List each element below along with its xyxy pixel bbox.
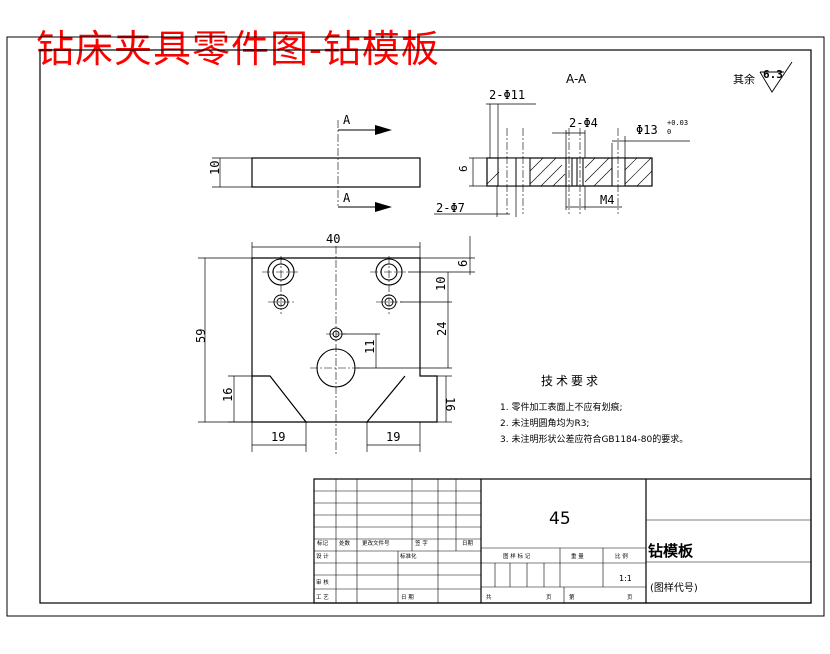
tb-page: 第 [569, 593, 575, 601]
dim-thread: M4 [600, 193, 614, 207]
dim-center-hole: Φ13 [636, 123, 658, 137]
roughness-value: 6.3 [763, 68, 783, 81]
tb-review: 审 核 [316, 578, 329, 586]
note-3: 3. 未注明形状公差应符合GB1184-80的要求。 [500, 433, 688, 445]
dim-through-hole: 2-Φ7 [436, 201, 465, 215]
tb-change-doc: 更改文件号 [362, 539, 390, 547]
title-block [313, 478, 812, 604]
dim-width: 40 [326, 232, 340, 246]
tb-signature: 签 字 [415, 539, 428, 547]
notes-heading: 技术要求 [541, 374, 601, 388]
tb-mark: 标记 [317, 539, 329, 547]
side-view [212, 120, 421, 208]
drawing-number: (图样代号) [650, 581, 698, 594]
dim-chamfer-width-right: 19 [386, 430, 400, 444]
dim-side-thickness: 10 [208, 161, 222, 175]
tb-count: 处数 [339, 539, 351, 547]
tb-stage-mark: 图 样 标 记 [503, 552, 531, 560]
dim-small-hole-offset: 11 [363, 340, 377, 354]
part-name: 钻模板 [648, 542, 694, 560]
tb-page-unit: 页 [627, 594, 633, 601]
note-2: 2. 未注明圆角均为R3; [500, 417, 589, 429]
tb-weight: 重 量 [571, 552, 584, 560]
dim-counterbore: 2-Φ11 [489, 88, 525, 102]
dim-hole-spacing: 10 [434, 277, 448, 291]
dim-center-height: 24 [435, 322, 449, 336]
tb-date2: 日 期 [401, 594, 414, 601]
dim-section-thickness: 6 [457, 165, 470, 172]
dim-chamfer-width-left: 19 [271, 430, 285, 444]
section-label: A-A [566, 72, 587, 86]
section-view [434, 103, 690, 217]
drawing-title: 钻床夹具零件图-钻模板 [36, 27, 440, 71]
note-1: 1. 零件加工表面上不应有划痕; [500, 401, 622, 413]
dim-pin-hole: 2-Φ4 [569, 116, 598, 130]
cut-arrow-bottom [375, 202, 392, 212]
plan-view [198, 236, 475, 455]
cut-arrow-top [375, 125, 392, 135]
cut-label-top: A [343, 113, 351, 127]
tb-date: 日期 [462, 540, 474, 547]
dim-chamfer-height-right: 16 [443, 397, 457, 411]
scale: 1:1 [619, 574, 632, 583]
tb-total: 共 [486, 593, 492, 601]
tb-process: 工 艺 [316, 594, 329, 601]
cut-label-bottom: A [343, 191, 351, 205]
dim-tol-upper: +0.03 [667, 119, 688, 127]
roughness-symbol [759, 61, 793, 93]
dim-tol-lower: 0 [667, 128, 671, 136]
dim-top-offset: 6 [456, 260, 470, 267]
dim-chamfer-height-left: 16 [221, 388, 235, 402]
tb-standardization: 标准化 [400, 552, 417, 560]
roughness-prefix: 其余 [733, 72, 755, 86]
material: 45 [549, 509, 571, 529]
tb-sheets: 页 [546, 594, 552, 601]
outer-frame [6, 36, 825, 617]
dim-height: 59 [194, 329, 208, 343]
tb-ratio: 比 例 [615, 552, 628, 560]
tb-design: 设 计 [316, 552, 329, 560]
